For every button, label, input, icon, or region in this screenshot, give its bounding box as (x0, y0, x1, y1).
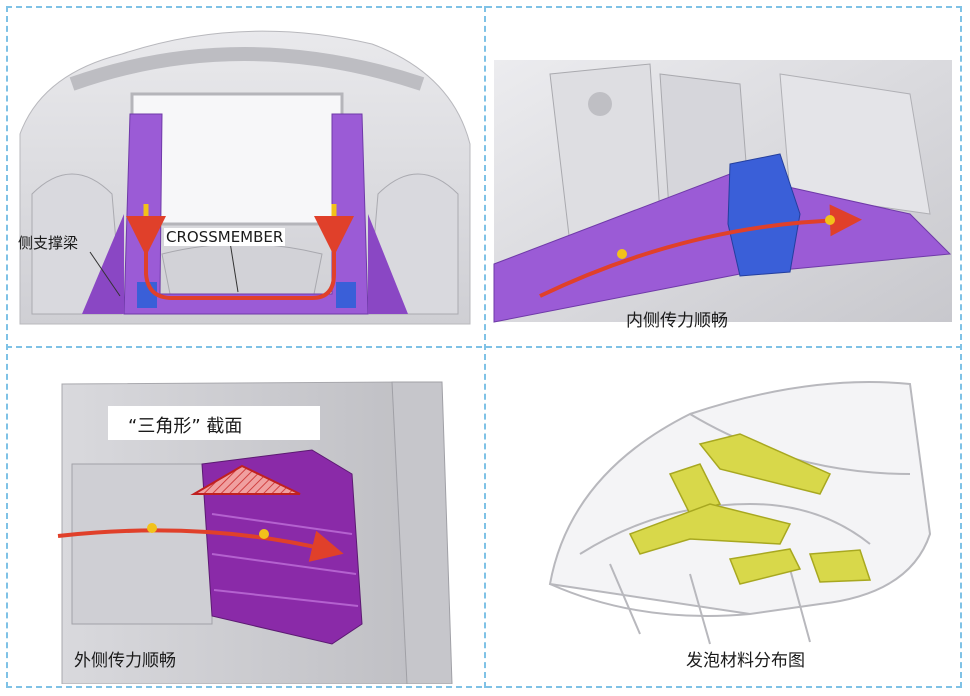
panel-inner-load-path: 内侧传力顺畅 (490, 14, 956, 340)
panel-foam-distribution: 发泡材料分布图 (490, 354, 956, 684)
triangle-section-marker (190, 464, 301, 495)
inner-load-path-illustration (493, 60, 952, 323)
force-flow-arrow (144, 204, 336, 300)
foam-distribution-caption: 发泡材料分布图 (686, 651, 805, 671)
foam-distribution-illustration (548, 381, 932, 645)
force-flow-arrow (57, 528, 344, 562)
outer-load-path-caption: 外侧传力顺畅 (74, 651, 176, 671)
crossmember-label: CROSSMEMBER (164, 228, 286, 246)
horizontal-divider (6, 346, 962, 348)
front-structure-illustration (19, 30, 471, 325)
inner-load-path-caption: 内侧传力顺畅 (626, 311, 728, 331)
side-support-beam-label: 侧支撑梁 (18, 234, 79, 252)
outer-load-path-illustration (57, 381, 453, 684)
panel-outer-load-path: “三角形” 截面 外侧传力顺畅 (12, 354, 478, 684)
triangle-section-label: “三角形” 截面 (128, 416, 243, 437)
panel-front-structure: 侧支撑梁 CROSSMEMBER (12, 14, 478, 340)
force-flow-arrow (539, 204, 862, 298)
